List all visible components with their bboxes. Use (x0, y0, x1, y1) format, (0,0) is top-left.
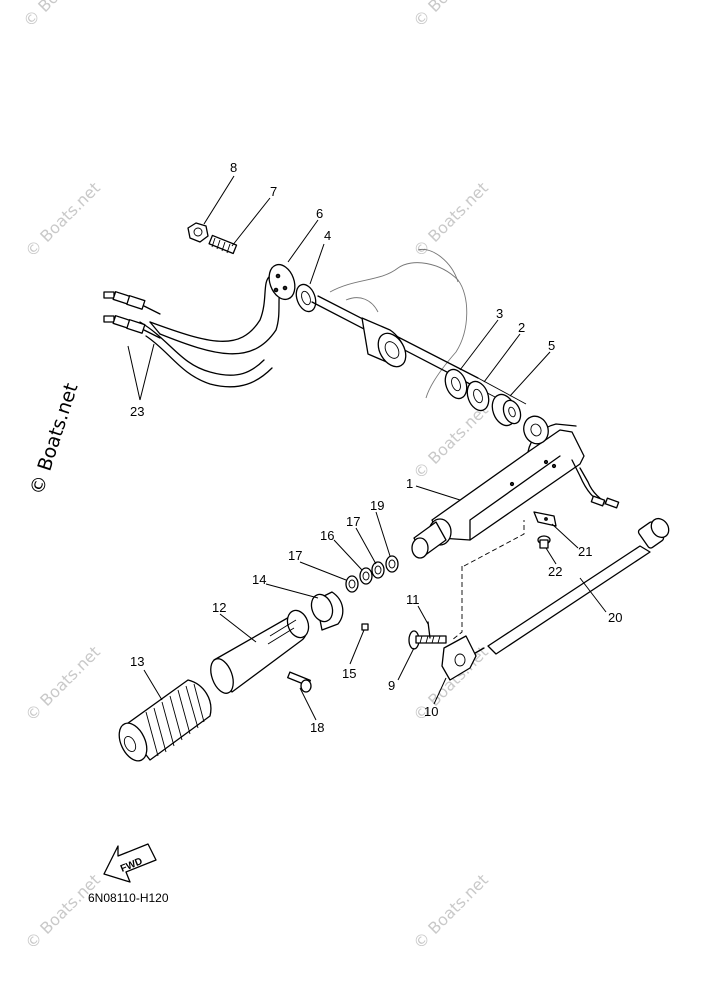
callout-13: 13 (130, 654, 144, 669)
washer (345, 575, 359, 593)
callout-11: 11 (406, 592, 420, 607)
watermarks: © Boats.net © Boats.net © Boats.net © Bo… (19, 0, 491, 953)
callout-1: 1 (406, 476, 413, 491)
callout-8: 8 (230, 160, 237, 175)
friction-block (441, 635, 477, 681)
callout-17: 17 (288, 548, 302, 563)
pin (427, 621, 431, 639)
callout-16: 16 (320, 528, 334, 543)
nut (187, 222, 209, 243)
assembly-line (463, 520, 525, 567)
main-watermark: © Boats.net (26, 380, 83, 497)
watermark: © Boats.net (409, 0, 491, 31)
callout-20: 20 (608, 610, 622, 625)
washer (295, 283, 317, 313)
fwd-arrow-icon: FWD (103, 843, 157, 883)
collar (385, 555, 399, 573)
cable-clip (533, 511, 557, 527)
callout-23: 23 (130, 404, 144, 419)
watermark: © Boats.net (21, 642, 103, 724)
screw (361, 623, 369, 631)
callout-6: 6 (316, 206, 323, 221)
watermark: © Boats.net (19, 0, 101, 31)
callout-2: 2 (518, 320, 525, 335)
screw (537, 535, 551, 549)
cable-end-fitting (103, 291, 161, 315)
callout-5: 5 (548, 338, 555, 353)
callout-18: 18 (310, 720, 324, 735)
callout-3: 3 (496, 306, 503, 321)
throttle-cables (103, 275, 283, 388)
callout-7: 7 (270, 184, 277, 199)
throttle-shaft-collar (310, 591, 344, 631)
watermark: © Boats.net (409, 870, 491, 952)
steering-handle-arm (411, 415, 620, 559)
mounting-plate (268, 263, 296, 301)
callout-15: 15 (342, 666, 356, 681)
friction-bolt (408, 630, 447, 650)
washer (444, 368, 468, 400)
callout-14: 14 (252, 572, 266, 587)
callout-9: 9 (388, 678, 395, 693)
callout-4: 4 (324, 228, 331, 243)
throttle-control-cable (469, 517, 670, 657)
watermark: © Boats.net (409, 400, 491, 482)
engine-ghost-outline (329, 248, 468, 399)
callout-10: 10 (424, 704, 438, 719)
screw (287, 671, 312, 693)
callout-17: 17 (346, 514, 360, 529)
leader-lines (127, 175, 607, 721)
throttle-grip (118, 679, 212, 762)
callout-21: 21 (578, 544, 592, 559)
washer (371, 561, 385, 579)
diagram-code: 6N08110-H120 (88, 891, 169, 905)
watermark: © Boats.net (409, 178, 491, 260)
swivel-bracket-tube (361, 317, 407, 368)
spring (359, 567, 373, 585)
callout-22: 22 (548, 564, 562, 579)
throttle-grip-inner (210, 609, 310, 694)
callout-labels: 8 7 6 4 3 2 5 1 19 17 16 17 14 12 15 18 … (130, 160, 622, 735)
watermark: © Boats.net (21, 178, 103, 260)
cable-end-fitting (103, 315, 161, 339)
assembly-line (451, 566, 463, 641)
plate-washer (466, 380, 490, 412)
bushing (491, 393, 522, 427)
bolt (208, 234, 238, 255)
watermark: © Boats.net (21, 870, 103, 952)
callout-12: 12 (212, 600, 226, 615)
callout-19: 19 (370, 498, 384, 513)
steering-shaft (311, 295, 527, 411)
